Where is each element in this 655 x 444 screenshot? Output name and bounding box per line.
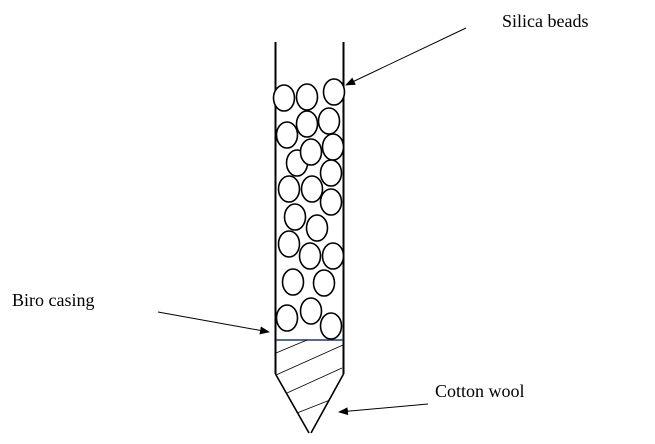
silica-bead <box>283 203 307 231</box>
silica-bead <box>295 83 319 111</box>
silica-beads <box>272 78 346 340</box>
silica-bead <box>281 268 305 296</box>
silica-bead <box>319 188 343 216</box>
silica-bead <box>312 269 336 297</box>
biro-casing-arrow <box>157 311 270 335</box>
silica-bead <box>272 84 296 112</box>
silica-beads-label: Silica beads <box>502 11 589 31</box>
cotton-wool-label: Cotton wool <box>435 381 525 401</box>
silica-bead <box>305 214 329 242</box>
silica-bead <box>322 78 346 106</box>
silica-bead <box>319 312 343 340</box>
silica-bead <box>298 242 322 270</box>
biro-casing-label: Biro casing <box>12 290 95 310</box>
silica-bead <box>275 304 299 332</box>
silica-bead <box>299 297 323 325</box>
silica-bead <box>300 175 324 203</box>
cotton-wool-hatching <box>275 339 344 414</box>
silica-bead <box>277 175 301 203</box>
silica-bead <box>277 230 301 258</box>
cotton-wool-arrow <box>338 403 429 416</box>
silica-bead <box>319 159 343 187</box>
silica-bead <box>275 121 299 149</box>
silica-bead <box>295 110 319 138</box>
silica-beads-arrow <box>345 27 467 86</box>
silica-bead <box>321 242 345 270</box>
silica-bead <box>317 107 341 135</box>
silica-bead <box>299 138 323 166</box>
silica-bead <box>321 133 345 161</box>
